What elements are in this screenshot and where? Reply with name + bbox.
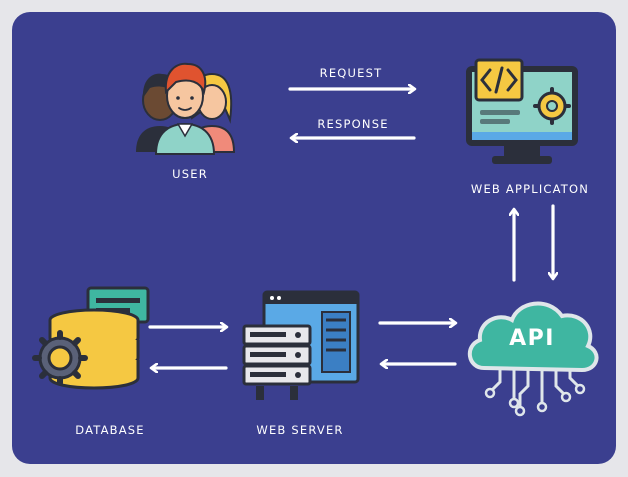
database-node bbox=[28, 286, 154, 402]
server-rack-icon bbox=[242, 290, 360, 400]
users-group-icon bbox=[136, 62, 236, 155]
web-server-node bbox=[238, 290, 364, 406]
database-icon bbox=[32, 286, 150, 390]
web-application-node bbox=[462, 56, 582, 172]
web-server-label: WEB SERVER bbox=[256, 423, 344, 437]
user-node bbox=[130, 58, 240, 158]
database-label: DATABASE bbox=[75, 423, 145, 437]
monitor-code-icon bbox=[466, 58, 578, 164]
request-label: REQUEST bbox=[319, 66, 383, 80]
response-label: RESPONSE bbox=[317, 117, 389, 131]
api-node: API bbox=[458, 282, 606, 418]
user-label: USER bbox=[172, 167, 208, 181]
cloud-circuit-icon bbox=[468, 301, 599, 417]
web-application-label: WEB APPLICATON bbox=[470, 182, 590, 196]
api-label: API bbox=[509, 326, 555, 351]
